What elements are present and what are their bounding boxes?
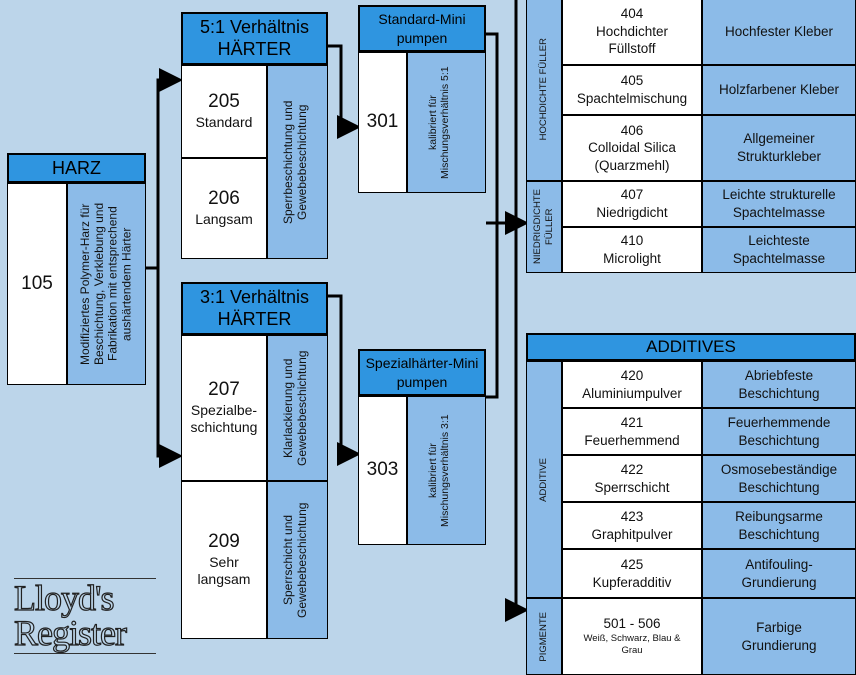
pump-303-description-text: kalibriert für Mischungsverhältnis 3:1: [426, 414, 451, 527]
haerter-206-code: 206: [208, 188, 240, 210]
harz-description-text: Modifiziertes Polymer-Harz für Beschicht…: [77, 202, 134, 366]
arrow-51-to-301: [328, 44, 361, 139]
pigmente-side-label-text: PIGMENTE: [538, 611, 550, 662]
pigmente-side-label: PIGMENTE: [526, 598, 562, 675]
pump-303-header: Spezialhärter-Mini pumpen: [358, 349, 486, 396]
haerter-31-header: 3:1 Verhältnis HÄRTER: [181, 282, 328, 335]
haerter-209-code: 209: [208, 531, 240, 553]
arrow-31-to-303: [328, 294, 361, 466]
additive-420-code: 420: [620, 367, 644, 383]
haerter-205-code: 205: [208, 91, 240, 113]
haerter-51-description-text: Sperrbeschichtung und Gewebebeschichtung: [280, 100, 309, 224]
fueller-407-code: 407: [620, 187, 644, 203]
fueller-hochdicht-label: HOCHDICHTE FÜLLER: [526, 0, 562, 181]
additive-row-420-use: Abriebfeste Beschichtung: [702, 361, 856, 408]
fueller-row-404-product: 404 Hochdichter Füllstoff: [562, 0, 702, 65]
additive-422-code: 422: [620, 461, 644, 477]
pigmente-code: 501 - 506: [603, 616, 661, 632]
harz-header: HARZ: [7, 153, 146, 183]
additives-header: ADDITIVES: [526, 333, 856, 361]
logo-line-2: Register: [13, 613, 127, 653]
pigmente-use: Farbige Grundierung: [702, 598, 856, 675]
additive-row-423-use: Reibungsarme Beschichtung: [702, 502, 856, 549]
fueller-row-410-product: 410 Microlight: [562, 227, 702, 273]
fueller-row-407-product: 407 Niedrigdicht: [562, 181, 702, 227]
haerter-206: 206 Langsam: [181, 158, 267, 259]
fueller-406-name: Colloidal Silica (Quarzmehl): [588, 140, 676, 173]
haerter-51-header: 5:1 Verhältnis HÄRTER: [181, 12, 328, 65]
additives-side-label-text: ADDITIVE: [538, 457, 550, 502]
fueller-405-name: Spachtelmischung: [576, 91, 688, 106]
additives-side-label: ADDITIVE: [526, 361, 562, 598]
haerter-209: 209 Sehr langsam: [181, 481, 267, 639]
fueller-row-405-use: Holzfarbener Kleber: [702, 65, 856, 115]
pump-301-code: 301: [358, 52, 407, 193]
fueller-405-code: 405: [620, 73, 644, 89]
haerter-209-label: Sehr langsam: [197, 553, 251, 588]
haerter-207-description-text: Klarlackierung und Gewebebeschichtung: [280, 350, 309, 466]
haerter-207: 207 Spezialbe-schichtung: [181, 335, 267, 481]
pump-303-description: kalibriert für Mischungsverhältnis 3:1: [407, 396, 486, 545]
haerter-206-label: Langsam: [195, 211, 253, 228]
logo-line-1: Lloyd's: [13, 578, 115, 618]
pigmente-product: 501 - 506 Weiß, Schwarz, Blau & Grau: [562, 598, 702, 675]
fueller-hochdicht-label-text: HOCHDICHTE FÜLLER: [538, 38, 550, 141]
fueller-row-407-use: Leichte strukturelle Spachtelmasse: [702, 181, 856, 227]
arrow-harz-to-51: [146, 68, 183, 270]
additive-422-name: Sperrschicht: [594, 479, 670, 495]
additive-420-name: Aluminiumpulver: [582, 385, 682, 401]
haerter-205: 205 Standard: [181, 65, 267, 158]
arrow-harz-to-31: [156, 268, 183, 468]
pump-301-description: kalibriert für Mischungsverhältnis 5:1: [407, 52, 486, 193]
additive-421-code: 421: [620, 414, 644, 430]
additive-425-name: Kupferadditiv: [592, 574, 672, 590]
haerter-205-label: Standard: [195, 114, 253, 131]
arrow-to-pigmente: [505, 0, 529, 622]
harz-description: Modifiziertes Polymer-Harz für Beschicht…: [67, 183, 146, 385]
haerter-207-code: 207: [208, 379, 240, 401]
additive-423-code: 423: [620, 508, 644, 524]
fueller-406-code: 406: [620, 122, 644, 138]
additive-row-421-use: Feuerhemmende Beschichtung: [702, 408, 856, 455]
pump-303-code: 303: [358, 396, 407, 545]
fueller-row-410-use: Leichteste Spachtelmasse: [702, 227, 856, 273]
fueller-row-406-product: 406 Colloidal Silica (Quarzmehl): [562, 115, 702, 181]
fueller-row-406-use: Allgemeiner Strukturkleber: [702, 115, 856, 181]
fueller-niedrig-label: NIEDRIGDICHTE FÜLLER: [526, 181, 562, 273]
haerter-209-description: Sperrschicht und Gewebebeschichtung: [267, 481, 328, 639]
fueller-row-404-use: Hochfester Kleber: [702, 0, 856, 65]
additive-421-name: Feuerhemmend: [584, 432, 680, 448]
haerter-209-description-text: Sperrschicht und Gewebebeschichtung: [280, 502, 309, 618]
additive-row-425-product: 425 Kupferadditiv: [562, 549, 702, 598]
haerter-51-description: Sperrbeschichtung und Gewebebeschichtung: [267, 65, 328, 259]
additive-row-420-product: 420 Aluminiumpulver: [562, 361, 702, 408]
additive-row-422-use: Osmosebeständige Beschichtung: [702, 455, 856, 502]
fueller-404-name: Hochdichter Füllstoff: [595, 23, 669, 57]
haerter-207-description: Klarlackierung und Gewebebeschichtung: [267, 335, 328, 481]
lloyds-register-logo: Lloyd's Register: [13, 578, 156, 668]
fueller-404-code: 404: [620, 6, 644, 22]
additive-423-name: Graphitpulver: [591, 526, 673, 542]
pump-301-description-text: kalibriert für Mischungsverhältnis 5:1: [426, 66, 451, 179]
additive-row-422-product: 422 Sperrschicht: [562, 455, 702, 502]
additive-425-code: 425: [620, 556, 644, 572]
additive-row-425-use: Antifouling-Grundierung: [702, 549, 856, 598]
fueller-410-name: Microlight: [603, 251, 661, 266]
pump-301-header: Standard-Mini pumpen: [358, 5, 486, 52]
haerter-207-label: Spezialbe-schichtung: [190, 401, 258, 436]
fueller-niedrig-label-text: NIEDRIGDICHTE FÜLLER: [532, 189, 555, 265]
harz-code: 105: [7, 183, 67, 385]
fueller-row-405-product: 405 Spachtelmischung: [562, 65, 702, 115]
fueller-410-code: 410: [620, 233, 644, 249]
pigmente-name: Weiß, Schwarz, Blau & Grau: [583, 632, 681, 657]
fueller-407-name: Niedrigdicht: [596, 205, 668, 220]
line-pumps-join: [486, 32, 499, 399]
additive-row-421-product: 421 Feuerhemmend: [562, 408, 702, 455]
additive-row-423-product: 423 Graphitpulver: [562, 502, 702, 549]
